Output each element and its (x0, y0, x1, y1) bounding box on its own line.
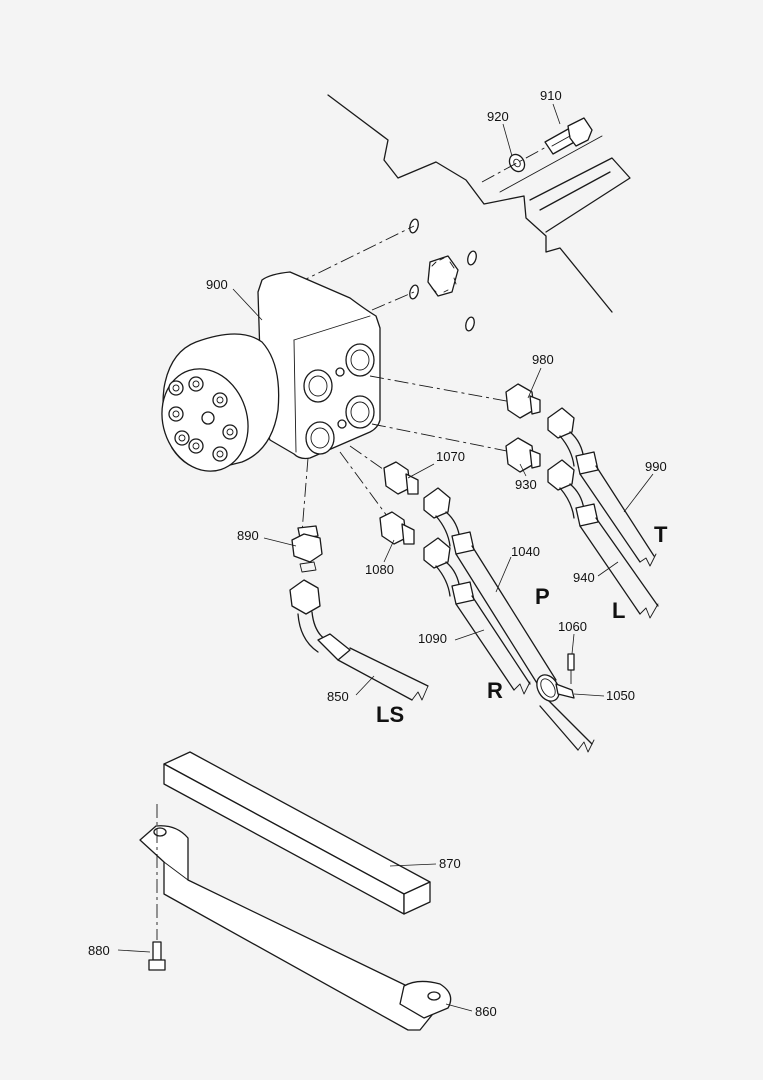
callout-1050: 1050 (606, 688, 635, 703)
bracket-860 (139, 825, 452, 1031)
spline-coupling (427, 255, 459, 297)
port-label-t: T (654, 522, 668, 547)
callout-980: 980 (532, 352, 554, 367)
fitting-1080 (379, 511, 415, 545)
screw-1060 (567, 653, 575, 686)
bolt-910 (544, 117, 593, 155)
hose-850 (289, 579, 429, 701)
port-label-r: R (487, 678, 503, 703)
cap-bolts (168, 376, 238, 462)
port-labels: T P L R LS (376, 522, 668, 727)
callout-870: 870 (439, 856, 461, 871)
port-label-p: P (535, 584, 550, 609)
callout-labels: 910 920 900 980 1070 990 930 890 1040 10… (88, 88, 667, 1019)
frame-section (327, 94, 631, 313)
fitting-930 (505, 437, 541, 473)
callout-880: 880 (88, 943, 110, 958)
callout-1060: 1060 (558, 619, 587, 634)
port-label-l: L (612, 598, 625, 623)
hose-1090 (423, 537, 531, 695)
hose-940 (547, 459, 659, 619)
callout-910: 910 (540, 88, 562, 103)
callout-850: 850 (327, 689, 349, 704)
steering-unit-900 (161, 271, 381, 472)
connection-lines (301, 375, 513, 533)
hose-1040 (423, 487, 595, 753)
callout-1070: 1070 (436, 449, 465, 464)
port-label-ls: LS (376, 702, 404, 727)
callout-1080: 1080 (365, 562, 394, 577)
hose-990 (547, 407, 657, 567)
washer-920 (508, 153, 526, 173)
axis-line-910 (481, 145, 549, 183)
callout-890: 890 (237, 528, 259, 543)
fitting-1070 (383, 461, 419, 495)
block-ports (303, 343, 375, 455)
clamp-1050 (536, 674, 575, 702)
callout-1090: 1090 (418, 631, 447, 646)
callout-990: 990 (645, 459, 667, 474)
fitting-980 (505, 383, 541, 419)
bolt-880 (148, 804, 166, 971)
bar-870 (163, 751, 431, 915)
callout-1040: 1040 (511, 544, 540, 559)
fitting-890 (291, 525, 323, 573)
callout-930: 930 (515, 477, 537, 492)
callout-940: 940 (573, 570, 595, 585)
callout-860: 860 (475, 1004, 497, 1019)
callout-900: 900 (206, 277, 228, 292)
axis-line-mid (371, 291, 415, 311)
callout-920: 920 (487, 109, 509, 124)
axis-line-top (295, 225, 415, 285)
leader-lines (117, 103, 654, 1012)
